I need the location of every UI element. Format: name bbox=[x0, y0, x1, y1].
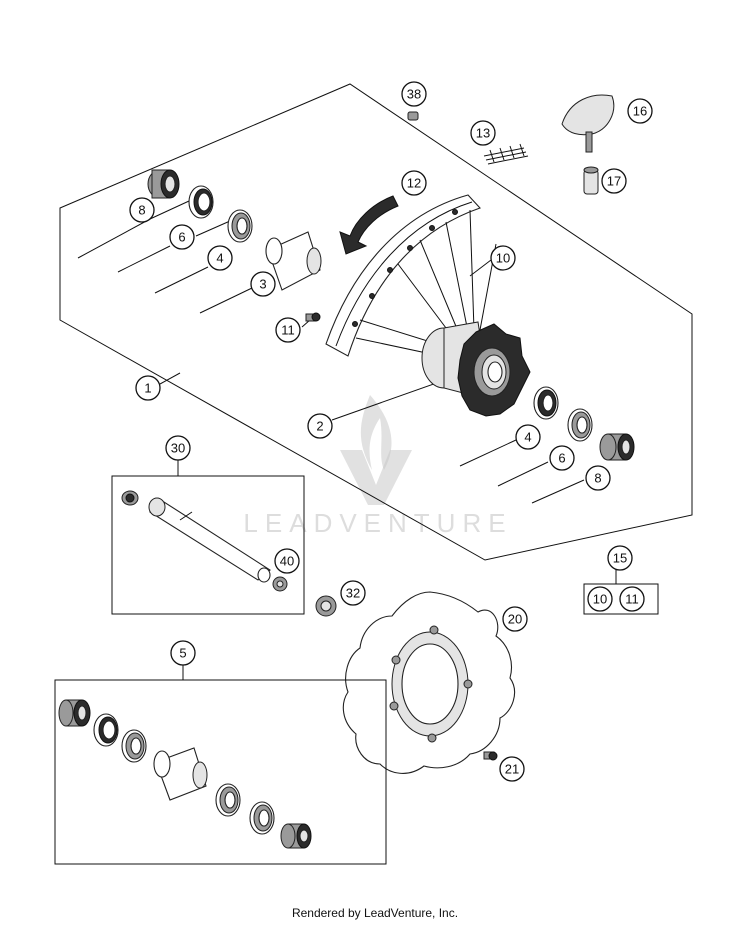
wheel-assembly-frame bbox=[59, 83, 693, 561]
spoke-set-box-15 bbox=[583, 583, 659, 615]
svg-text:1: 1 bbox=[144, 381, 151, 396]
svg-text:13: 13 bbox=[476, 126, 490, 141]
callout-3[interactable]: 3 bbox=[250, 271, 276, 297]
dust-seal-8-right bbox=[599, 433, 635, 461]
bearing-4-right bbox=[533, 386, 559, 420]
callout-13[interactable]: 13 bbox=[470, 120, 496, 146]
rotation-direction-arrow bbox=[339, 195, 399, 255]
callout-5[interactable]: 5 bbox=[170, 640, 196, 666]
callout-2[interactable]: 2 bbox=[307, 413, 333, 439]
callout-4-right[interactable]: 4 bbox=[515, 424, 541, 450]
kit-dust-seal-right bbox=[280, 823, 312, 849]
callout-38[interactable]: 38 bbox=[401, 81, 427, 107]
callout-6-left[interactable]: 6 bbox=[169, 224, 195, 250]
rim-with-spokes bbox=[325, 194, 497, 359]
svg-text:11: 11 bbox=[625, 592, 639, 607]
dust-seal-8-left bbox=[147, 169, 180, 199]
callout-30[interactable]: 30 bbox=[165, 435, 191, 461]
svg-text:4: 4 bbox=[524, 430, 531, 445]
rim-tape-13 bbox=[483, 143, 529, 165]
svg-text:8: 8 bbox=[594, 471, 601, 486]
axle-kit-box-30 bbox=[111, 475, 305, 615]
svg-text:32: 32 bbox=[346, 586, 360, 601]
svg-text:17: 17 bbox=[607, 174, 621, 189]
svg-text:11: 11 bbox=[281, 323, 295, 338]
kit-seal-ring-left bbox=[93, 713, 119, 747]
callout-8-left[interactable]: 8 bbox=[129, 197, 155, 223]
seal-ring-6-left bbox=[188, 185, 214, 219]
leadventure-watermark: LEADVENTURE bbox=[243, 395, 512, 538]
callout-21[interactable]: 21 bbox=[499, 756, 525, 782]
valve-insert-17 bbox=[583, 166, 599, 195]
tire-valve-rubber-16 bbox=[561, 94, 615, 153]
svg-text:10: 10 bbox=[496, 251, 510, 266]
spacer-tube-3 bbox=[265, 231, 322, 291]
callout-11[interactable]: 11 bbox=[275, 317, 301, 343]
svg-text:40: 40 bbox=[280, 554, 294, 569]
kit-bearing-left bbox=[121, 729, 147, 763]
svg-text:15: 15 bbox=[613, 551, 627, 566]
svg-text:6: 6 bbox=[178, 230, 185, 245]
svg-text:4: 4 bbox=[216, 251, 223, 266]
svg-text:12: 12 bbox=[407, 176, 421, 191]
seal-ring-6-right bbox=[567, 408, 593, 442]
valve-cap-38 bbox=[407, 111, 419, 121]
svg-text:2: 2 bbox=[316, 419, 323, 434]
svg-text:10: 10 bbox=[593, 592, 607, 607]
axle-shaft bbox=[148, 497, 271, 583]
callout-32[interactable]: 32 bbox=[340, 580, 366, 606]
svg-text:6: 6 bbox=[558, 451, 565, 466]
kit-seal-ring-right bbox=[249, 801, 275, 835]
callout-20[interactable]: 20 bbox=[502, 606, 528, 632]
bearing-kit-box-5 bbox=[54, 679, 387, 865]
svg-text:20: 20 bbox=[508, 612, 522, 627]
kit-spacer-tube bbox=[153, 747, 208, 801]
kit-dust-seal-left bbox=[58, 699, 91, 727]
callout-12[interactable]: 12 bbox=[401, 170, 427, 196]
callout-8-right[interactable]: 8 bbox=[585, 465, 611, 491]
callout-4-left[interactable]: 4 bbox=[207, 245, 233, 271]
screw-11 bbox=[305, 312, 321, 322]
svg-text:16: 16 bbox=[633, 104, 647, 119]
svg-text:8: 8 bbox=[138, 203, 145, 218]
svg-text:38: 38 bbox=[407, 87, 421, 102]
watermark-text: LEADVENTURE bbox=[243, 508, 512, 538]
axle-washer-40 bbox=[272, 576, 288, 592]
callout-1[interactable]: 1 bbox=[135, 375, 161, 401]
callout-10-kit[interactable]: 10 bbox=[587, 586, 613, 612]
brake-disc-20 bbox=[342, 591, 515, 774]
svg-text:30: 30 bbox=[171, 441, 185, 456]
axle-nut bbox=[121, 490, 139, 506]
bearing-4-left bbox=[227, 209, 253, 243]
footer-credit: Rendered by LeadVenture, Inc. bbox=[291, 906, 459, 920]
callout-11-kit[interactable]: 11 bbox=[619, 586, 645, 612]
svg-text:3: 3 bbox=[259, 277, 266, 292]
callout-40[interactable]: 40 bbox=[274, 548, 300, 574]
callout-17[interactable]: 17 bbox=[601, 168, 627, 194]
axle-clamp-nut-32 bbox=[315, 595, 337, 617]
callout-6-right[interactable]: 6 bbox=[549, 445, 575, 471]
kit-bearing-right bbox=[215, 783, 241, 817]
callout-15[interactable]: 15 bbox=[607, 545, 633, 571]
wheel-hub-2 bbox=[421, 321, 531, 417]
svg-text:5: 5 bbox=[179, 646, 186, 661]
callout-10[interactable]: 10 bbox=[490, 245, 516, 271]
callout-16[interactable]: 16 bbox=[627, 98, 653, 124]
svg-text:21: 21 bbox=[505, 762, 519, 777]
disc-bolt-21 bbox=[483, 751, 498, 761]
